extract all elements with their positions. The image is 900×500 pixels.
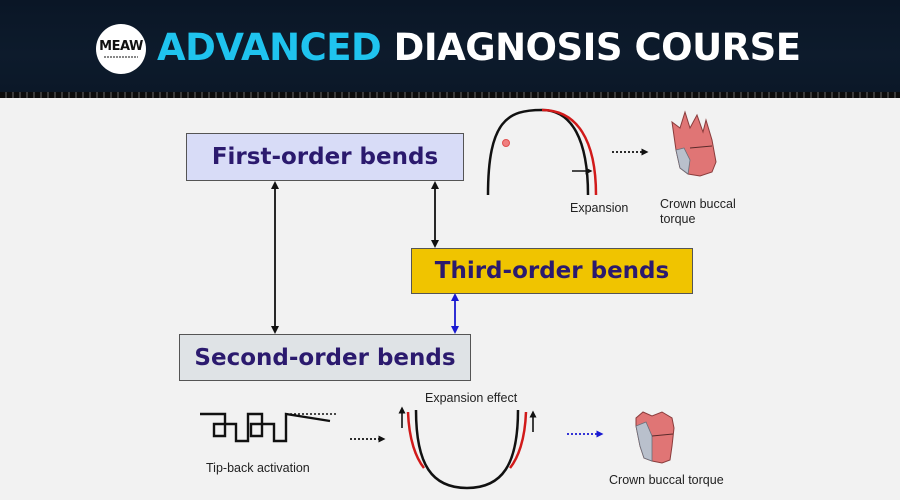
third-order-bends-box: Third-order bends [411,248,693,294]
meaw-logo: MEAW [96,24,146,74]
molar-tooth-icon [635,411,675,464]
expansion-effect-figure [398,406,537,490]
arch-expansion-figure [486,108,598,196]
crown-buccal-torque-bottom-label: Crown buccal torque [609,473,724,487]
title-accent: ADVANCED [157,26,382,69]
u-wire-red-left [406,411,425,469]
molar-tooth-icon [671,110,717,177]
header-banner: MEAW ADVANCED DIAGNOSIS COURSE [0,0,900,92]
tip-back-activation-label: Tip-back activation [206,461,310,475]
crown-buccal-torque-top-label-line2: torque [660,212,696,226]
page-title: ADVANCED DIAGNOSIS COURSE [157,22,801,74]
u-wire-red-right [509,411,528,469]
expansion-effect-label: Expansion effect [425,391,518,405]
logo-subline [104,56,138,58]
arch-wire-red [541,108,598,196]
tip-back-wire [200,412,331,443]
expansion-label: Expansion [570,201,629,215]
arch-marker-dot [502,139,510,147]
first-order-bends-box: First-order bends [186,133,464,181]
crown-buccal-torque-top-label-line1: Crown buccal [660,197,736,211]
u-wire-black [414,409,520,490]
arch-wire-black [486,108,590,196]
logo-text: MEAW [99,39,143,54]
title-main: DIAGNOSIS COURSE [393,26,801,69]
header-divider [0,92,900,98]
second-order-bends-box: Second-order bends [179,334,471,381]
tip-back-wire-figure [200,412,336,443]
